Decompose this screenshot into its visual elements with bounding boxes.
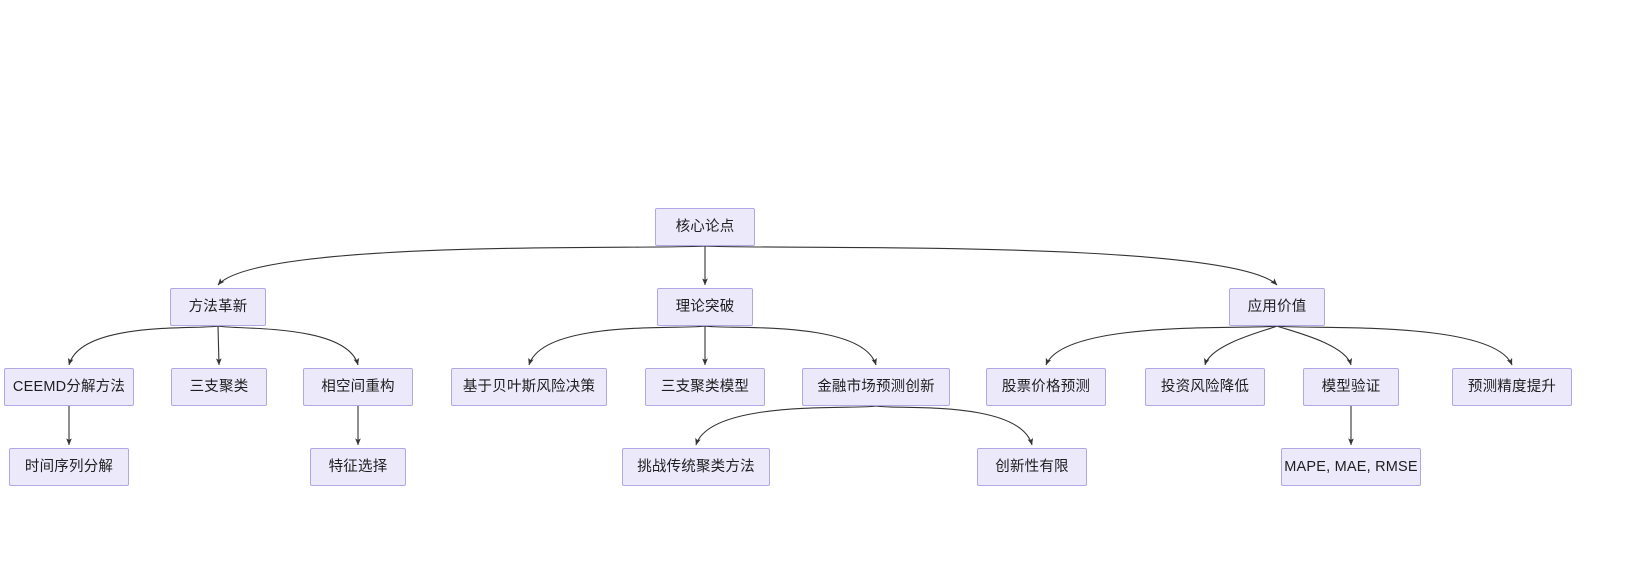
node-l4d[interactable]: 创新性有限	[977, 448, 1087, 486]
node-l3b[interactable]: 三支聚类	[171, 368, 267, 406]
node-l3c[interactable]: 相空间重构	[303, 368, 413, 406]
edge-l2b-to-l3d	[528, 325, 706, 366]
node-label: 三支聚类	[189, 378, 249, 395]
node-label: 金融市场预测创新	[817, 378, 935, 395]
node-l2b[interactable]: 理论突破	[657, 288, 753, 326]
node-label: 理论突破	[675, 298, 735, 315]
edge-l3f-to-l4c	[695, 405, 877, 446]
edge-l2c-to-l3g	[1045, 325, 1278, 366]
node-label: 股票价格预测	[1001, 378, 1091, 395]
node-label: 应用价值	[1247, 298, 1307, 315]
node-l4e[interactable]: MAPE, MAE, RMSE	[1281, 448, 1421, 486]
edge-l2a-to-l3b	[215, 325, 222, 366]
node-l3d[interactable]: 基于贝叶斯风险决策	[451, 368, 607, 406]
node-l3a[interactable]: CEEMD分解方法	[4, 368, 134, 406]
node-l2a[interactable]: 方法革新	[170, 288, 266, 326]
edges-group	[66, 245, 1513, 446]
edge-root-to-l2a	[217, 245, 706, 286]
node-label: MAPE, MAE, RMSE	[1284, 458, 1418, 475]
node-l3h[interactable]: 投资风险降低	[1145, 368, 1265, 406]
node-label: 核心论点	[675, 218, 735, 235]
node-label: 模型验证	[1321, 378, 1381, 395]
node-label: 时间序列分解	[24, 458, 114, 475]
node-label: 基于贝叶斯风险决策	[462, 378, 596, 395]
node-label: 挑战传统聚类方法	[637, 458, 755, 475]
node-label: 方法革新	[188, 298, 248, 315]
node-label: 特征选择	[328, 458, 388, 475]
node-label: 相空间重构	[321, 378, 395, 395]
node-l3e[interactable]: 三支聚类模型	[645, 368, 765, 406]
node-label: 预测精度提升	[1467, 378, 1557, 395]
edge-l2c-to-l3h	[1203, 325, 1278, 366]
edge-l3f-to-l4d	[875, 405, 1034, 446]
node-l3j[interactable]: 预测精度提升	[1452, 368, 1572, 406]
edge-l2c-to-l3i	[1276, 325, 1353, 366]
edge-l2a-to-l3c	[217, 325, 360, 366]
edge-root-to-l2c	[704, 245, 1278, 286]
node-label: 投资风险降低	[1160, 378, 1250, 395]
node-l3f[interactable]: 金融市场预测创新	[802, 368, 950, 406]
node-root[interactable]: 核心论点	[655, 208, 755, 246]
node-l4b[interactable]: 特征选择	[310, 448, 406, 486]
node-l3i[interactable]: 模型验证	[1303, 368, 1399, 406]
node-l4a[interactable]: 时间序列分解	[9, 448, 129, 486]
edge-l2a-to-l3a	[67, 325, 219, 366]
node-label: 创新性有限	[995, 458, 1069, 475]
node-l4c[interactable]: 挑战传统聚类方法	[622, 448, 770, 486]
edge-l2c-to-l3j	[1276, 325, 1513, 366]
node-l3g[interactable]: 股票价格预测	[986, 368, 1106, 406]
node-l2c[interactable]: 应用价值	[1229, 288, 1325, 326]
node-label: CEEMD分解方法	[12, 378, 126, 395]
edge-l2b-to-l3f	[704, 325, 877, 366]
node-label: 三支聚类模型	[660, 378, 750, 395]
